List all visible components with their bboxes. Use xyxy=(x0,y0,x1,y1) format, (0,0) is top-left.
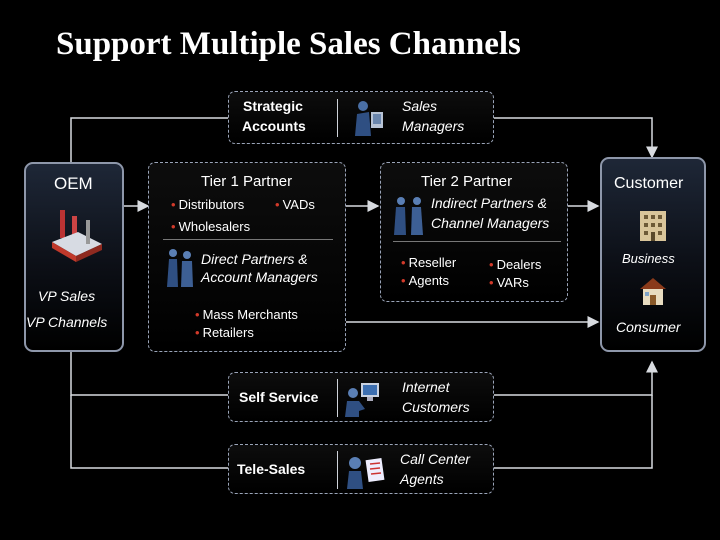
direct-partners-1: Direct Partners & xyxy=(201,251,308,267)
customer-label: Customer xyxy=(614,175,684,192)
factory-icon xyxy=(52,210,102,262)
tier1-bullet-vads: VADs xyxy=(275,197,315,212)
tier2-partner-box: Tier 2 Partner Indirect Partners & Chann… xyxy=(380,162,568,302)
oem-label: OEM xyxy=(54,174,93,193)
self-service-box: Self Service Internet Customers xyxy=(228,372,494,422)
call-center-agents-1: Call Center xyxy=(400,451,471,467)
vp-sales-label: VP Sales xyxy=(38,288,96,304)
divider xyxy=(337,99,338,137)
strategic-label-1: Strategic xyxy=(243,98,303,114)
indirect-partners-1: Indirect Partners & xyxy=(431,195,547,211)
tier1-separator xyxy=(163,239,333,240)
computer-user-icon xyxy=(345,383,379,417)
house-icon xyxy=(640,278,666,305)
tier1-bullet-distributors: Distributors xyxy=(171,197,245,212)
internet-customers-2: Customers xyxy=(402,399,470,415)
tier2-bullet-vars: VARs xyxy=(489,275,529,290)
tier1-bullet-wholesalers: Wholesalers xyxy=(171,219,251,234)
tele-sales-box: Tele-Sales Call Center Agents xyxy=(228,444,494,494)
tele-sales-connector xyxy=(70,395,653,469)
direct-partners-2: Account Managers xyxy=(201,269,318,285)
divider xyxy=(337,379,338,417)
indirect-partners-2: Channel Managers xyxy=(431,215,550,231)
tier2-bullet-reseller: Reseller xyxy=(401,255,457,270)
tele-sales-label: Tele-Sales xyxy=(237,461,306,477)
tier1-partner-box: Tier 1 Partner Distributors VADs Wholesa… xyxy=(148,162,346,352)
self-service-label: Self Service xyxy=(239,389,319,405)
oem-panel: OEM VP Sales VP Channels xyxy=(24,162,124,352)
tier1-bullet-mass-merchants: Mass Merchants xyxy=(195,307,298,322)
internet-customers-1: Internet xyxy=(402,379,450,395)
sales-manager-icon xyxy=(355,101,383,136)
channel-managers-icon xyxy=(394,197,423,235)
divider xyxy=(337,451,338,489)
call-center-icon xyxy=(347,457,385,489)
tier2-separator xyxy=(393,241,561,242)
tier1-bullet-retailers: Retailers xyxy=(195,325,254,340)
business-label: Business xyxy=(622,251,675,266)
strategic-label-2: Accounts xyxy=(242,118,306,134)
page-title: Support Multiple Sales Channels xyxy=(56,26,521,62)
customer-panel: Customer Business Consumer xyxy=(600,157,706,352)
tier2-bullet-dealers: Dealers xyxy=(489,257,542,272)
strategic-connector xyxy=(70,117,652,162)
tier1-label: Tier 1 Partner xyxy=(201,173,293,190)
office-building-icon xyxy=(640,211,666,241)
vp-channels-label: VP Channels xyxy=(26,314,108,330)
tier2-label: Tier 2 Partner xyxy=(421,173,513,190)
call-center-agents-2: Agents xyxy=(400,471,444,487)
sales-managers-2: Managers xyxy=(402,118,465,134)
consumer-label: Consumer xyxy=(616,319,681,335)
tier2-bullet-agents: Agents xyxy=(401,273,449,288)
sales-managers-1: Sales xyxy=(402,98,438,114)
strategic-accounts-box: Strategic Accounts Sales Managers xyxy=(228,91,494,144)
partners-icon xyxy=(167,249,193,287)
